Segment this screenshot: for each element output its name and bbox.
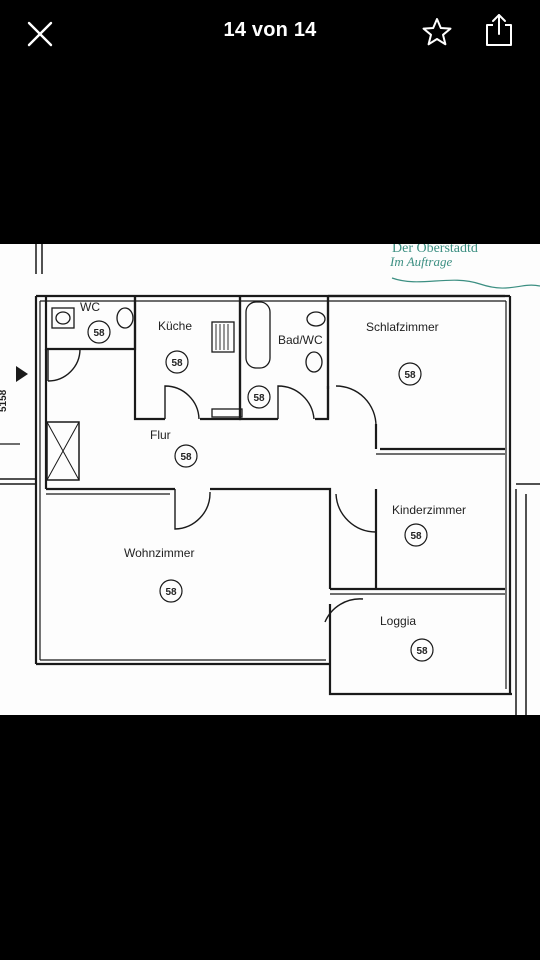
- room-label-kinderzimmer: Kinderzimmer: [392, 503, 466, 517]
- unit-mark-schlafzimmer: 58: [404, 370, 416, 381]
- room-label-wohnzimmer: Wohnzimmer: [124, 546, 194, 560]
- unit-mark-kueche: 58: [171, 358, 183, 369]
- entry-arrow-icon: [16, 366, 28, 382]
- unit-mark-loggia: 58: [416, 646, 428, 657]
- room-label-loggia: Loggia: [380, 614, 416, 628]
- share-icon: [486, 14, 512, 46]
- room-label-bad: Bad/WC: [278, 333, 323, 347]
- stamp-line-1: Der Oberstadtd: [392, 244, 478, 256]
- share-button[interactable]: [479, 10, 519, 50]
- star-outline-icon: [422, 18, 452, 46]
- stamp-line-2: Im Auftrage: [389, 254, 452, 269]
- floorplan-image[interactable]: 5158 Der Oberstadtd Im Auftrage WC Küche…: [0, 244, 540, 715]
- floorplan-drawing: 5158 Der Oberstadtd Im Auftrage WC Küche…: [0, 244, 540, 715]
- unit-mark-bad: 58: [253, 393, 265, 404]
- entry-label: 5158: [0, 389, 9, 412]
- close-button[interactable]: [20, 14, 60, 54]
- room-label-flur: Flur: [150, 428, 171, 442]
- room-label-wc: WC: [80, 300, 100, 314]
- unit-mark-kinderzimmer: 58: [410, 531, 422, 542]
- unit-mark-wohnzimmer: 58: [165, 587, 177, 598]
- viewer-toolbar: 14 von 14: [0, 0, 540, 66]
- unit-mark-wc: 58: [93, 328, 105, 339]
- favorite-button[interactable]: [417, 12, 457, 52]
- stamp-signature: [391, 277, 540, 289]
- close-icon: [27, 21, 53, 47]
- room-label-kueche: Küche: [158, 319, 192, 333]
- room-label-schlafzimmer: Schlafzimmer: [366, 320, 439, 334]
- image-counter: 14 von 14: [223, 19, 317, 41]
- unit-mark-flur: 58: [180, 452, 192, 463]
